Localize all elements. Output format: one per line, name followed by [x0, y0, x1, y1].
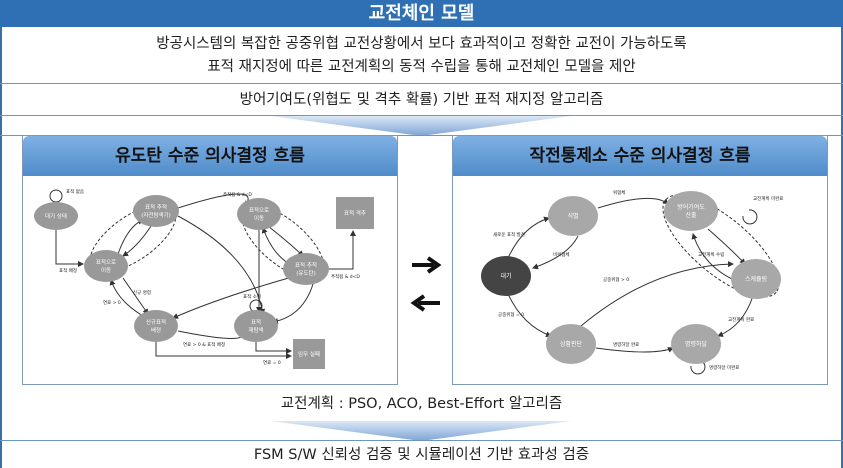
edge-label: 새로운 표적 발견: [493, 231, 525, 238]
node-label: 대기: [500, 272, 511, 280]
edge-label: 연료 > 0 & 표적 배정: [183, 341, 225, 348]
exchange-arrows-icon: [410, 256, 442, 312]
node-label: (유도탄): [296, 269, 315, 277]
control-fsm-diagram: 식별 대기 상황판단 방어기여도 산출 스케쥴링 명령하달 위협체 비위협체 새…: [481, 189, 783, 375]
node-label: 표적 격추: [344, 210, 366, 217]
state-research: [234, 310, 278, 342]
node-label: 배정: [151, 326, 161, 334]
state-identify: [548, 196, 598, 236]
node-label: 식별: [567, 212, 578, 220]
intro-line-2: 표적 재지정에 따른 교전계획의 동적 수립을 통해 교전체인 모델을 제안: [207, 59, 636, 75]
node-label: 상황판단: [560, 340, 583, 348]
edge-label: 명령하달 미완료: [709, 364, 739, 371]
edge-label: 표적 배정: [59, 267, 77, 274]
node-label: 명령하달: [685, 340, 708, 348]
intro-line-1: 방공시스템의 복잡한 공중위협 교전상황에서 보다 효과적이고 정확한 교전이 …: [156, 36, 687, 52]
state-contribution: [664, 191, 718, 231]
edge-label: 공중위협 = 0: [498, 311, 524, 318]
down-chevron-icon: [271, 421, 571, 440]
node-label: 방어기여도: [677, 203, 705, 211]
edge-label: 추적됨 & d<D: [223, 191, 252, 198]
state-schedule: [731, 259, 781, 299]
node-label: 대기 상태: [45, 212, 67, 220]
state-kill: [336, 197, 374, 229]
edge-label: 비위협체: [553, 251, 570, 258]
node-label: 재탐색: [248, 326, 263, 334]
node-label: 표적으로: [249, 207, 269, 214]
page-title: 교전체인 모델: [0, 0, 843, 27]
missile-panel-title: 유도탄 수준 의사결정 흐름: [23, 136, 397, 176]
edge-label: 공중위협 > 0: [603, 276, 629, 283]
edge-label: 교전계획 미완료: [753, 195, 783, 202]
node-label: 표적: [251, 319, 261, 326]
verification-text: FSM S/W 신뢰성 검증 및 시뮬레이션 기반 효과성 검증: [253, 447, 590, 463]
edge-label: 연료 = 0: [263, 359, 281, 366]
node-label: 임무 실패: [298, 350, 320, 358]
node-label: 이동: [254, 214, 264, 222]
node-label: 표적 추적: [145, 204, 167, 211]
down-chevron-icon: [271, 116, 571, 135]
intro-text: 방공시스템의 복잡한 공중위협 교전상황에서 보다 효과적이고 정확한 교전이 …: [0, 27, 843, 84]
control-center-panel: 작전통제소 수준 의사결정 흐름 식별 대기 상황판단 방어기여도 산출 스케쥴…: [452, 135, 828, 385]
state-judge: [546, 324, 596, 364]
engagement-plan-text: 교전계획 : PSO, ACO, Best-Effort 알고리즘: [280, 396, 563, 412]
node-label: 신규표적: [146, 318, 166, 326]
state-fail: [293, 339, 325, 369]
flow-band-2: [0, 421, 843, 441]
edge-label: 연료 > 0: [103, 299, 121, 306]
state-track-missile: [283, 253, 329, 285]
state-move-2: [237, 198, 281, 230]
node-label: 스케쥴링: [745, 275, 767, 283]
edge-label: 추적됨 & d<D: [331, 273, 360, 280]
node-label: 표적으로: [96, 259, 116, 266]
missile-fsm-diagram: 대기 상태 표적 추적 (자전탐색기) 표적으로 이동 신규표적 배정 표적 재…: [34, 188, 374, 369]
state-track-seeker: [133, 195, 179, 227]
edge-label: 교전계획 완료: [728, 316, 754, 323]
edge-label: 교전계획 수립: [698, 251, 724, 258]
edge-label: 신규 명령: [133, 289, 151, 296]
node-label: 산출: [685, 211, 697, 219]
edge-label: 표적 없음: [66, 188, 84, 195]
edge-label: 표적 소실: [243, 293, 261, 300]
missile-level-panel: 유도탄 수준 의사결정 흐름 대기 상태 표적 추적 (자전탐색기) 표적으로 …: [22, 135, 398, 385]
algorithm-text: 방어기여도(위협도 및 격추 확률) 기반 표적 재지정 알고리즘: [0, 84, 843, 116]
control-panel-title: 작전통제소 수준 의사결정 흐름: [453, 136, 827, 176]
node-label: 이동: [101, 266, 111, 274]
flow-band-1: [0, 116, 843, 136]
state-command: [671, 324, 721, 364]
edge-label: 명령하달 완료: [613, 341, 639, 348]
state-idle: [481, 256, 531, 296]
state-idle: [34, 202, 78, 230]
state-move-1: [84, 250, 128, 282]
node-label: (자전탐색기): [141, 211, 171, 219]
state-new-target: [134, 310, 178, 342]
edge-label: 위협체: [613, 189, 625, 196]
node-label: 표적 추적: [295, 262, 317, 269]
